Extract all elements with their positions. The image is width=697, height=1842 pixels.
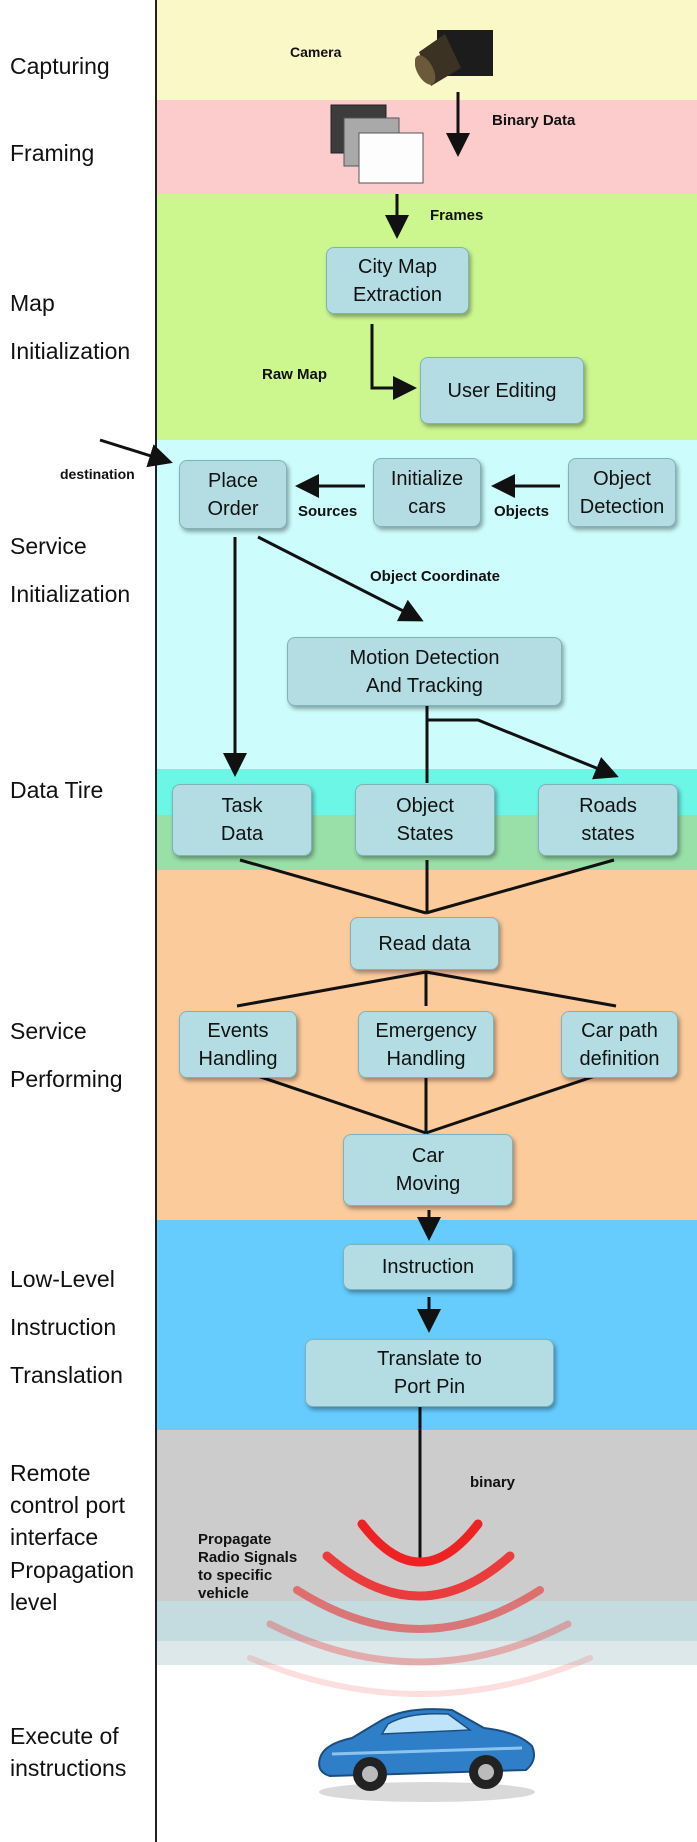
line-events-car: [236, 1067, 427, 1135]
stage-divider: [155, 0, 157, 1842]
label-sources: Sources: [298, 503, 358, 520]
arrow-motion-split: [425, 706, 619, 780]
camera-icon: [415, 30, 493, 86]
instruction-box: Instruction: [343, 1244, 513, 1290]
translate-port-pin-box: Translate to Port Pin: [305, 1339, 554, 1407]
propagation-band-2: [157, 1641, 697, 1665]
label-objects: Objects: [494, 503, 550, 520]
car-moving-box: Car Moving: [343, 1134, 513, 1206]
frames-icon: [330, 104, 424, 184]
line-roads-read: [425, 858, 615, 915]
task-data-box: Task Data: [172, 784, 312, 856]
object-detection-box: Object Detection: [568, 458, 676, 527]
stage-data-tire: Data Tire: [10, 777, 104, 803]
city-map-extraction-box: City Map Extraction: [326, 247, 469, 314]
remote-band: [157, 1430, 697, 1601]
place-order-box: Place Order: [179, 460, 287, 529]
events-handling-box: Events Handling: [179, 1011, 297, 1078]
label-binary-data: Binary Data: [492, 112, 576, 129]
car-path-definition-box: Car path definition: [561, 1011, 678, 1078]
initialize-cars-box: Initialize cars: [373, 458, 481, 527]
label-frames: Frames: [430, 207, 484, 224]
line-carpath-car: [425, 1067, 617, 1135]
user-editing-box: User Editing: [420, 357, 584, 424]
line-task-read: [239, 858, 427, 915]
label-binary: binary: [470, 1474, 516, 1491]
line-read-carpath: [425, 970, 617, 1008]
propagation-band-1: [157, 1601, 697, 1641]
radio-signal-waves: [247, 1519, 593, 1697]
framing-band: [157, 100, 697, 194]
car-icon: [318, 1708, 535, 1802]
label-raw-map: Raw Map: [262, 366, 328, 383]
object-states-box: Object States: [355, 784, 495, 856]
label-camera: Camera: [290, 44, 342, 60]
motion-detection-box: Motion Detection And Tracking: [287, 637, 562, 706]
arrow-destination: [99, 438, 173, 468]
arrow-object-coordinate: [257, 535, 424, 622]
emergency-handling-box: Emergency Handling: [358, 1011, 494, 1078]
label-propagate-radio: Propagate Radio Signals to specific vehi…: [198, 1531, 298, 1602]
stage-framing: Framing: [10, 140, 95, 166]
label-destination: destination: [60, 466, 135, 482]
arrow-raw-map: [370, 324, 417, 400]
stage-capturing: Capturing: [10, 53, 110, 79]
line-read-events: [236, 970, 427, 1008]
label-object-coordinate: Object Coordinate: [370, 568, 501, 585]
roads-states-box: Roads states: [538, 784, 678, 856]
read-data-box: Read data: [350, 917, 499, 970]
